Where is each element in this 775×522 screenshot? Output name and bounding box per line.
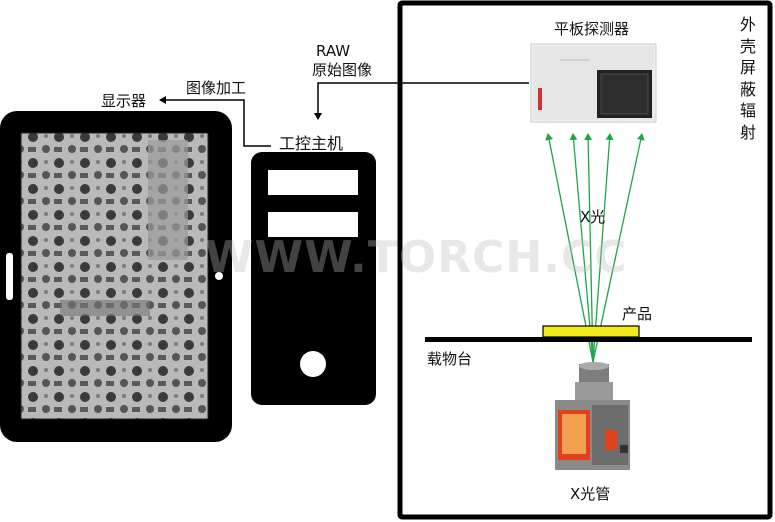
raw-label: RAW (316, 42, 351, 60)
shielding-label-char: 壳 (739, 36, 756, 56)
ipc-label: 工控主机 (279, 134, 344, 153)
product-sample (542, 325, 640, 338)
product-label: 产品 (622, 305, 653, 323)
raw-image-label: 原始图像 (312, 61, 373, 79)
detector-label: 平板探测器 (554, 20, 630, 38)
shielding-label-char: 外 (739, 15, 756, 34)
image-processing-label: 图像加工 (186, 79, 247, 97)
shielding-label-char: 屏 (739, 58, 756, 77)
xray-label: X光 (580, 208, 606, 226)
watermark-text: WWW.TORCH.CC (205, 232, 628, 283)
processing-arrow (159, 96, 271, 147)
stage-label: 载物台 (427, 350, 473, 368)
flat-panel-detector-icon (530, 43, 657, 123)
xray-tube-label: X光管 (570, 485, 611, 503)
stage-plate (425, 337, 752, 342)
computer-tower-icon (251, 152, 376, 405)
shielding-label-char: 射 (739, 122, 756, 142)
shielding-label-char: 蔽 (739, 79, 756, 99)
shielding-label-char: 辐 (739, 101, 756, 120)
tablet-display-icon (0, 111, 232, 442)
xray-tube-icon (555, 362, 630, 470)
display-label: 显示器 (101, 92, 147, 110)
raw-data-arrow (314, 82, 529, 120)
xray-beams (545, 133, 645, 363)
shielding-label: 外壳屏蔽辐射 (738, 14, 758, 143)
shielding-enclosure (397, 0, 773, 520)
